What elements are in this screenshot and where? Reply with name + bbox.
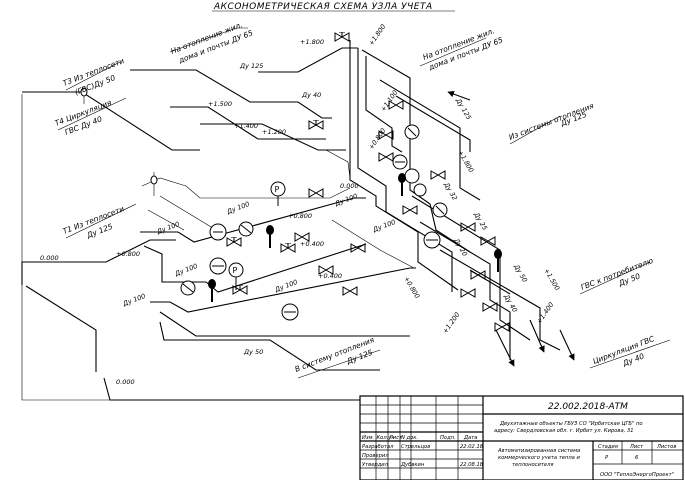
elev-mark: +1.100 xyxy=(379,89,399,113)
elev-mark: +1.800 xyxy=(300,38,324,46)
dn-label: Ду 40 xyxy=(502,292,519,314)
row-razrab-name: Стрельцов xyxy=(401,444,430,450)
pipe-end-markers xyxy=(80,87,158,185)
elev-mark: +1.800 xyxy=(367,23,387,47)
desc-line-3: теплоносителя xyxy=(512,462,554,468)
dn-label: Ду 32 xyxy=(442,180,459,202)
elev-mark: +1.800 xyxy=(456,149,475,174)
elev-mark: +0.800 xyxy=(116,250,140,258)
row-utv: Утвердил xyxy=(362,462,389,468)
desc-line-2: коммерческого учета тепла и xyxy=(498,455,581,461)
dn-label: Ду 100 xyxy=(173,262,199,278)
diameter-labels: Ду 125 Ду 40 Ду 125 Ду 32 Ду 20 Ду 25 Ду… xyxy=(121,62,529,356)
label-from-heating: Из системы отопления xyxy=(507,101,595,142)
hdr-list: Лист xyxy=(388,435,403,441)
row-utv-name: Дубвкин xyxy=(400,462,425,468)
dn-label: Ду 20 xyxy=(452,236,469,258)
elev-mark: +0.400 xyxy=(318,272,342,280)
dn-label: Ду 25 xyxy=(472,210,489,232)
list-label: Лист xyxy=(629,444,644,450)
pressure-gauge-letter: P xyxy=(275,185,280,194)
elev-mark: +0.800 xyxy=(288,212,312,220)
row-razrab-date: 22.02.18 xyxy=(460,444,484,450)
project-line-2: адресу: Свердловская обл. г. Ирбит ул. К… xyxy=(494,428,634,434)
dn-label: Ду 100 xyxy=(225,200,251,216)
dn-label: Ду 100 xyxy=(371,218,397,234)
sensor-probes xyxy=(208,173,502,302)
elev-mark: 0.000 xyxy=(340,182,359,190)
instrument-gauges xyxy=(180,124,448,321)
piping xyxy=(21,40,575,401)
dn-label: Ду 125 xyxy=(239,62,263,70)
dn-label: Ду 50 xyxy=(243,348,263,356)
dn-label: Ду 40 xyxy=(301,91,321,99)
title-block: 22.002.2018-АТМ Двухэтажные объекты ГБУЗ… xyxy=(359,395,684,480)
dn-label: Ду 100 xyxy=(121,292,147,308)
hdr-ndok: N док. xyxy=(401,435,418,441)
pressure-gauge-letter: P xyxy=(233,266,238,275)
dn-label: Ду 100 xyxy=(273,278,299,294)
diagram-title: АКСОНОМЕТРИЧЕСКАЯ СХЕМА УЗЛА УЧЕТА xyxy=(213,2,433,12)
stadiya-label: Стадия xyxy=(598,444,618,450)
elev-mark: +1.200 xyxy=(441,311,461,335)
elevation-marks: +1.800 +1.800 +1.500 +1.400 +1.200 +1.10… xyxy=(40,23,561,386)
elev-mark: +1.500 xyxy=(208,100,232,108)
elev-mark: +1.400 xyxy=(234,122,258,130)
elev-mark: 0.000 xyxy=(40,254,59,262)
elev-mark: +1.500 xyxy=(542,267,561,292)
drawing-code: 22.002.2018-АТМ xyxy=(548,402,628,412)
dn-label: Ду 50 xyxy=(512,262,529,284)
listov-label: Листов xyxy=(656,444,676,450)
leaders xyxy=(57,27,671,379)
project-line-1: Двухэтажные объекты ГБУЗ СО "Ирбитская Ц… xyxy=(499,421,643,427)
row-razrab: Разработал xyxy=(362,444,394,450)
valves xyxy=(226,32,510,332)
hdr-koluch: Кол.уч xyxy=(377,435,395,441)
label-gvs-consumer: ГВС к потребителю xyxy=(579,256,654,292)
elev-mark: +1.400 xyxy=(535,301,555,325)
stadiya-value: Р xyxy=(605,455,609,461)
elev-mark: +0.800 xyxy=(402,275,421,300)
dn-label: Ду 100 xyxy=(155,220,181,236)
hdr-podp: Подп. xyxy=(440,435,456,441)
org-name: ООО "ТеплоЭнергоПроект" xyxy=(600,472,674,478)
row-utv-date: 22.08.18 xyxy=(460,462,484,468)
list-value: 6 xyxy=(635,455,639,461)
elev-mark: +1.200 xyxy=(262,128,286,136)
elev-mark: 0.000 xyxy=(116,378,135,386)
desc-line-1: Автоматизированная система xyxy=(497,448,580,454)
elev-mark: +0.400 xyxy=(300,240,324,248)
row-prov: Проверил xyxy=(362,453,389,459)
hdr-data: Дата xyxy=(463,435,477,441)
elev-mark: +0.800 xyxy=(367,127,387,151)
hdr-izm: Изм. xyxy=(362,435,374,441)
